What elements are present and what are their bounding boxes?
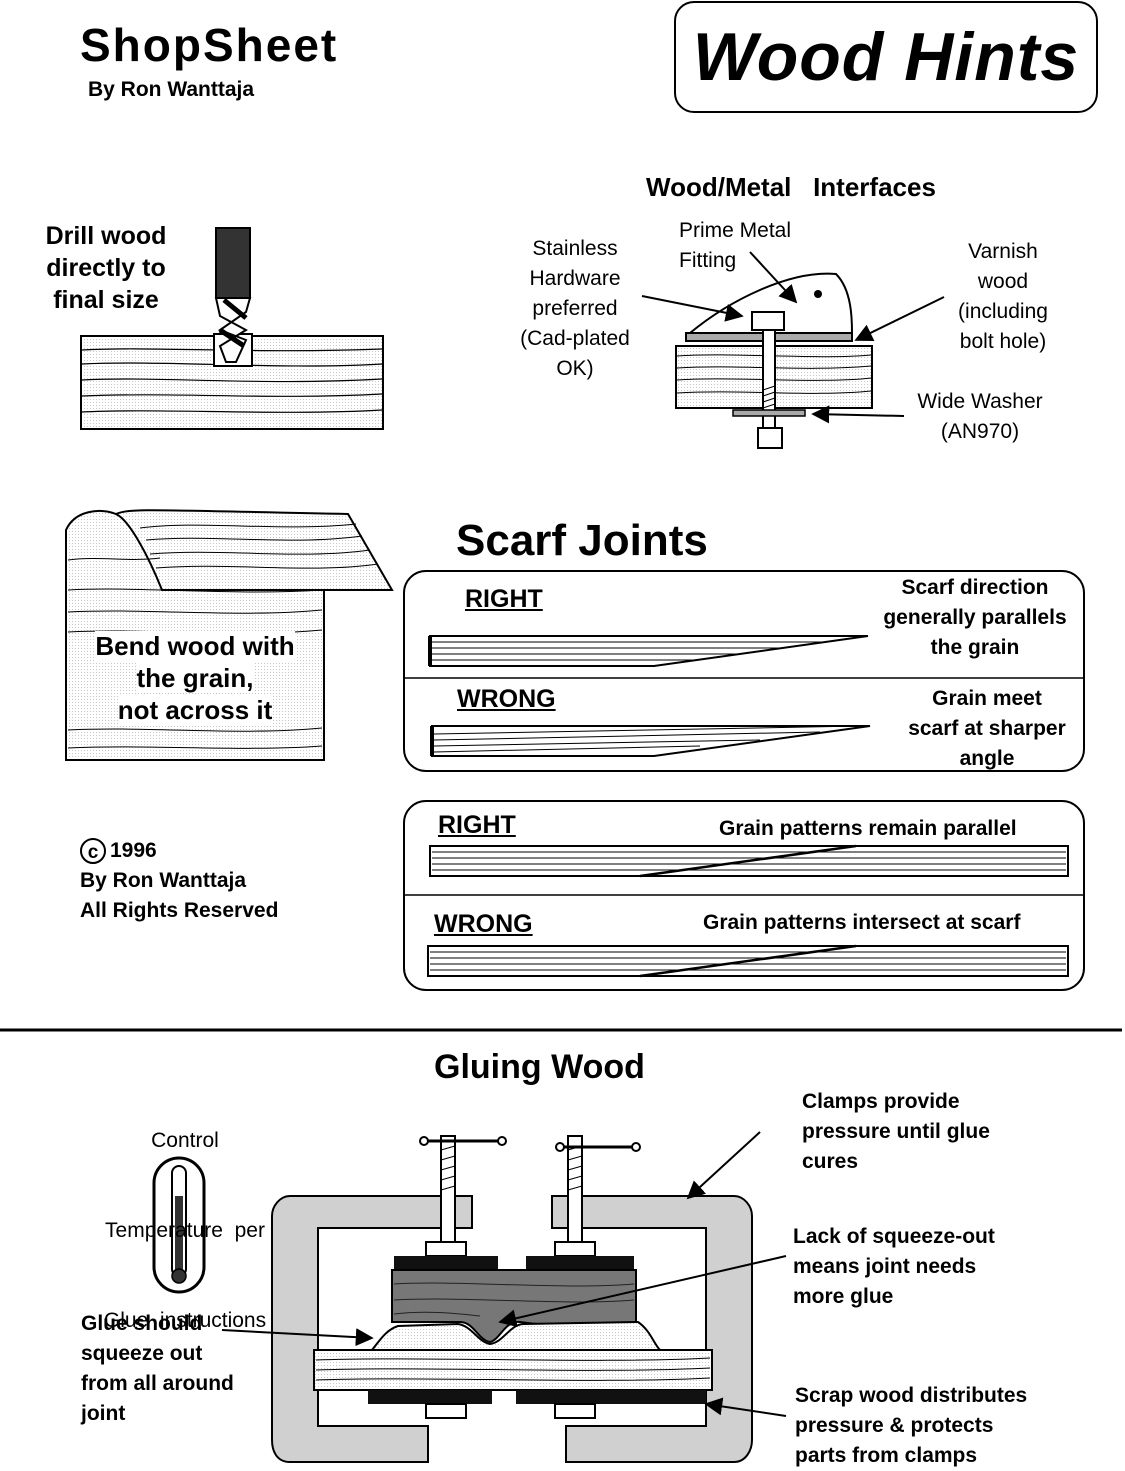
drill-label-line: Drill wood [45,222,167,250]
temperature-note: Control Temperature per Glue instruction… [80,1066,290,1366]
stainless-line: Stainless [532,237,618,260]
scarf-wrong-label-2: WRONG [434,910,533,938]
squeeze-out-line: from all around [81,1372,234,1395]
squeeze-lack-note: Lack of squeeze-out means joint needs mo… [793,1222,995,1312]
scrap-line: Scrap wood distributes [795,1384,1028,1407]
bend-line: the grain, [136,663,254,693]
squeeze-out-note: Glue should squeeze out from all around … [81,1309,234,1429]
stainless-line: preferred [532,297,618,320]
drill-label: Drill wood directly to final size [30,220,182,316]
bend-line: not across it [117,695,273,725]
gluing-title: Gluing Wood [434,1048,645,1086]
washer-line: Wide Washer [917,390,1043,413]
note-line: Grain meet [932,687,1042,710]
copyright-year: 1996 [110,839,157,862]
varnish-note: Varnish wood (including bolt hole) [940,237,1066,357]
byline: By Ron Wanttaja [88,78,255,101]
scarf-right-label-1: RIGHT [465,585,543,613]
drill-illustration [80,227,384,430]
scarf-box-grain [403,800,1085,991]
copyright-icon: c [80,838,106,865]
squeeze-lack-line: Lack of squeeze-out [793,1225,995,1248]
scarf-right-note-2: Grain patterns remain parallel [719,817,1017,840]
squeeze-lack-line: more glue [793,1285,894,1308]
note-line: generally parallels [883,606,1067,629]
copyright-author: By Ron Wanttaja [80,869,247,892]
prime-line: Fitting [679,249,737,272]
squeeze-lack-line: means joint needs [793,1255,977,1278]
scrap-line: parts from clamps [795,1444,978,1467]
scrap-line: pressure & protects [795,1414,994,1437]
page-title-box: Wood Hints [674,1,1098,113]
prime-line: Prime Metal [679,219,792,242]
copyright-rights: All Rights Reserved [80,899,279,922]
squeeze-out-line: squeeze out [81,1342,203,1365]
squeeze-out-line: Glue should [81,1312,203,1335]
drill-label-line: directly to [46,254,166,282]
stainless-line: OK) [556,357,594,380]
scarf-wrong-note-1: Grain meet scarf at sharper angle [890,684,1084,774]
temperature-line: Control [151,1129,219,1152]
note-line: scarf at sharper [908,717,1066,740]
varnish-line: bolt hole) [959,330,1047,353]
page-title: Wood Hints [692,19,1080,95]
stainless-line: Hardware [529,267,621,290]
note-line: angle [959,747,1015,770]
interface-illustration [641,251,945,449]
drill-label-line: final size [53,286,159,314]
varnish-line: (including [958,300,1048,323]
clamps-line: Clamps provide [802,1090,960,1113]
scarf-box-angle [403,570,1085,772]
interfaces-title: Wood/Metal Interfaces [646,172,936,202]
bend-label: Bend wood with the grain, not across it [68,630,322,726]
stainless-line: (Cad-plated [520,327,630,350]
clamps-note: Clamps provide pressure until glue cures [802,1087,990,1177]
washer-line: (AN970) [940,420,1020,443]
note-line: Scarf direction [901,576,1049,599]
bend-line: Bend wood with [95,631,295,661]
temperature-line: Temperature per [105,1219,265,1242]
stainless-note: Stainless Hardware preferred (Cad-plated… [500,234,650,384]
thermometer-icon [152,1156,206,1294]
scarf-title: Scarf Joints [456,516,708,565]
washer-note: Wide Washer (AN970) [902,387,1058,447]
clamps-line: pressure until glue [802,1120,990,1143]
scarf-wrong-note-2: Grain patterns intersect at scarf [703,911,1021,934]
note-line: the grain [930,636,1020,659]
varnish-line: Varnish [968,240,1038,263]
prime-note: Prime Metal Fitting [679,216,791,276]
scarf-right-label-2: RIGHT [438,811,516,839]
clamps-line: cures [802,1150,859,1173]
temperature-line: Glue instructions [103,1309,267,1332]
scrap-note: Scrap wood distributes pressure & protec… [795,1381,1027,1471]
brand-title: ShopSheet [80,19,339,71]
clamp-illustration [221,1131,787,1463]
scarf-right-note-1: Scarf direction generally parallels the … [868,573,1082,663]
varnish-line: wood [977,270,1029,293]
scarf-wrong-label-1: WRONG [457,685,556,713]
squeeze-out-line: joint [81,1402,126,1425]
